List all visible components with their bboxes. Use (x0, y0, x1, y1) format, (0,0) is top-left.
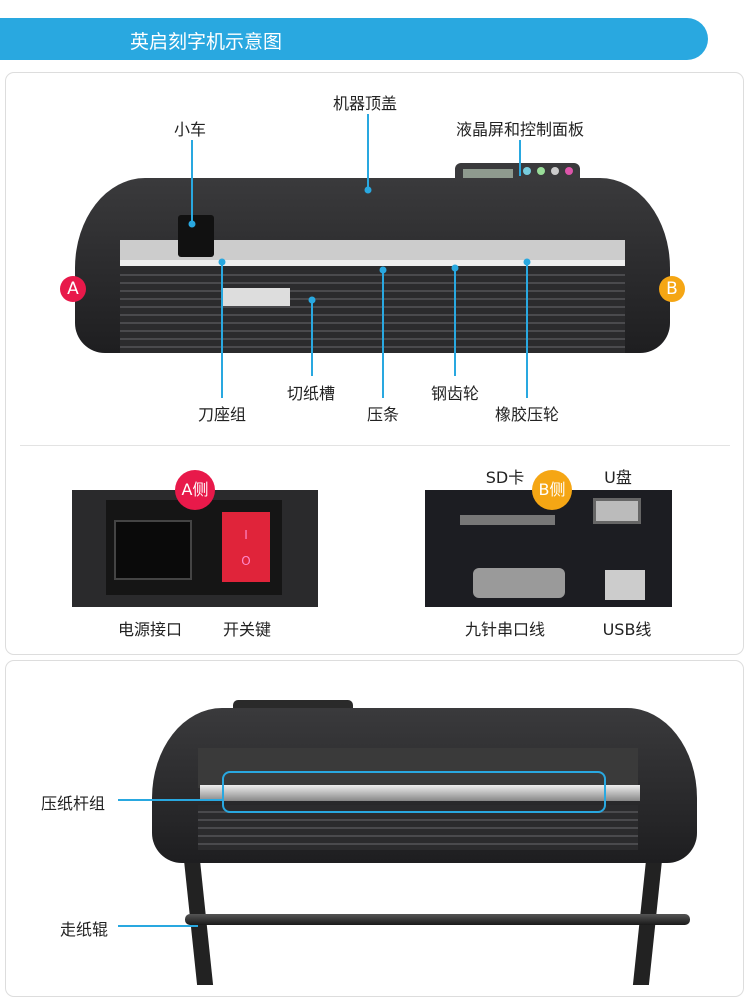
label-lcd-panel: 液晶屏和控制面板 (455, 120, 585, 139)
sd-slot (460, 515, 555, 525)
label-power-port: 电源接口 (117, 620, 183, 639)
label-power-switch: 开关键 (222, 620, 272, 639)
leader-dot (218, 258, 226, 266)
divider (20, 445, 730, 446)
power-socket (114, 520, 192, 580)
leader-line (526, 262, 528, 398)
label-feed-roller: 走纸辊 (59, 920, 109, 939)
label-blade-holder: 刀座组 (197, 405, 247, 424)
serial-port (473, 568, 565, 598)
leader-line (191, 140, 193, 224)
usb-a-port (593, 498, 641, 524)
leader-dot (451, 264, 459, 272)
control-button (551, 167, 559, 175)
leader-line (221, 262, 223, 398)
leader-line (519, 140, 521, 176)
side-b-label-badge: B侧 (532, 470, 572, 510)
pinch-rod-highlight (222, 771, 606, 813)
label-sd-card: SD卡 (485, 468, 525, 487)
label-cutting-groove: 切纸槽 (286, 384, 336, 403)
switch-on-mark: I (244, 528, 248, 542)
leader-line (118, 799, 222, 801)
guide-rail (120, 240, 625, 262)
label-usb-cable: USB线 (602, 620, 652, 639)
label-rubber-roller: 橡胶压轮 (494, 405, 560, 424)
label-usb-drive: U盘 (604, 468, 632, 487)
leader-dot (188, 220, 196, 228)
control-button (523, 167, 531, 175)
feed-roller-bar (185, 914, 690, 925)
page-title: 英启刻字机示意图 (130, 31, 283, 53)
rear-opening (198, 748, 638, 788)
control-button (565, 167, 573, 175)
leader-line (367, 114, 369, 190)
carriage-block (178, 215, 214, 257)
leader-line (382, 270, 384, 398)
label-carriage: 小车 (173, 120, 207, 139)
leader-line (118, 925, 198, 927)
control-button (537, 167, 545, 175)
leader-dot (523, 258, 531, 266)
side-a-badge: A (60, 276, 86, 302)
leader-dot (379, 266, 387, 274)
switch-off-mark: O (241, 554, 251, 568)
side-b-badge: B (659, 276, 685, 302)
leader-dot (364, 186, 372, 194)
front-ribs (120, 268, 625, 353)
cutting-groove-strip (120, 260, 625, 266)
label-serial-port: 九针串口线 (464, 620, 546, 639)
header-banner: 英启刻字机示意图 (0, 18, 708, 60)
label-top-cover: 机器顶盖 (332, 94, 398, 113)
label-steel-gear: 钢齿轮 (430, 384, 480, 403)
label-press-strip: 压条 (366, 405, 400, 424)
leader-dot (308, 296, 316, 304)
leader-line (454, 268, 456, 376)
label-pinch-rod-group: 压纸杆组 (40, 794, 106, 813)
side-a-label-badge: A侧 (175, 470, 215, 510)
usb-b-port (605, 570, 645, 600)
warning-sticker (222, 288, 290, 306)
pinch-rod (200, 785, 640, 801)
leader-line (311, 300, 313, 376)
power-switch: I O (222, 512, 270, 582)
